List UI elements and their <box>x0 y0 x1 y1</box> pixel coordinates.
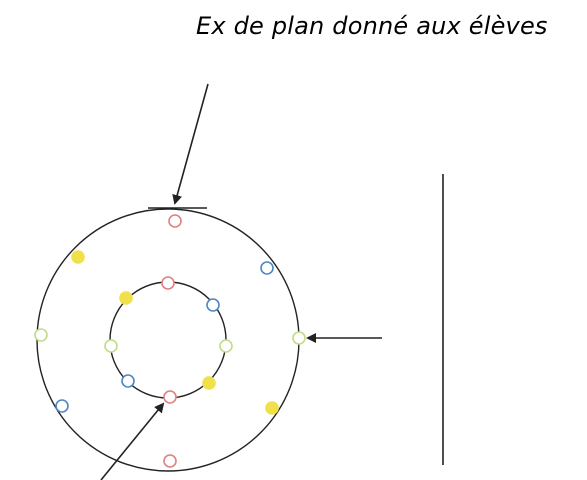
circle-icon <box>219 339 233 353</box>
circle-icon <box>202 376 216 390</box>
circle-icon <box>206 298 220 312</box>
circle-icon <box>104 339 118 353</box>
arrow-icon <box>172 83 209 205</box>
outer-circle <box>36 208 300 472</box>
circle-icon <box>163 454 177 468</box>
circle-icon <box>55 399 69 413</box>
diagram-caption: Ex de plan donné aux élèves <box>196 12 548 40</box>
circle-icon <box>34 328 48 342</box>
arrow-icon <box>100 402 165 480</box>
circle-icon <box>265 401 279 415</box>
circle-icon <box>292 331 306 345</box>
circle-icon <box>163 390 177 404</box>
circle-icon <box>121 374 135 388</box>
circle-icon <box>168 214 182 228</box>
circle-icon <box>119 291 133 305</box>
circle-icon <box>161 276 175 290</box>
circle-icon <box>71 250 85 264</box>
circle-icon <box>260 261 274 275</box>
